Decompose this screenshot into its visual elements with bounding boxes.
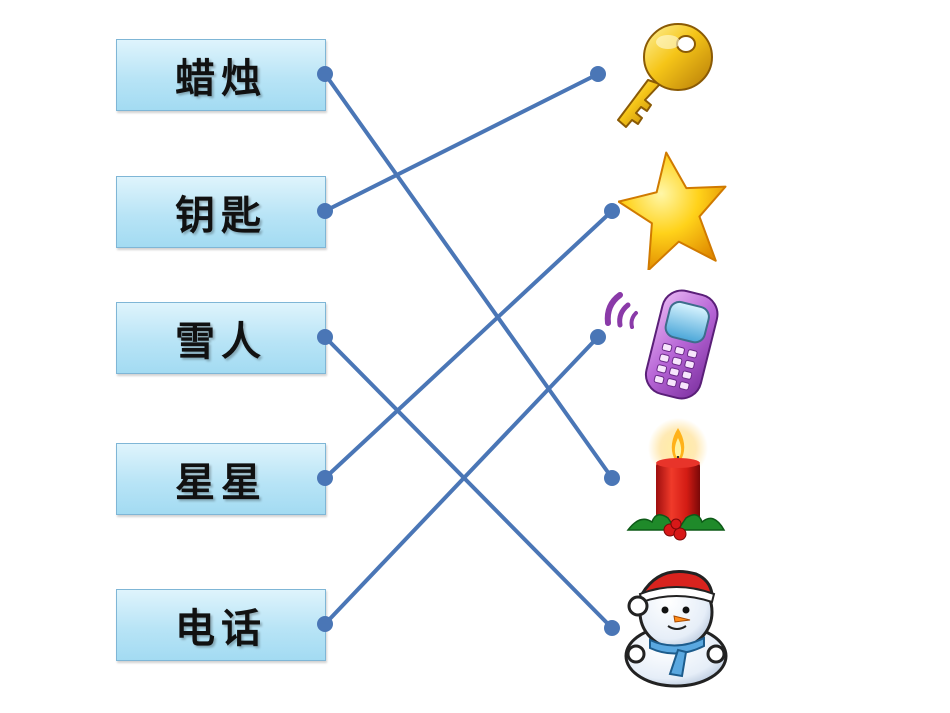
connection-line <box>324 72 599 213</box>
word-label: 星星 <box>175 459 267 506</box>
word-endpoint-dot[interactable] <box>317 470 333 486</box>
picture-endpoint-dot[interactable] <box>590 66 606 82</box>
word-label: 蜡烛 <box>175 55 267 102</box>
snowman-icon[interactable] <box>620 560 732 690</box>
connection-line <box>323 209 614 480</box>
word-box-star[interactable]: 星星 <box>116 443 326 515</box>
word-box-key[interactable]: 钥匙 <box>116 176 326 248</box>
picture-endpoint-dot[interactable] <box>604 620 620 636</box>
word-box-candle[interactable]: 蜡烛 <box>116 39 326 111</box>
word-box-phone[interactable]: 电话 <box>116 589 326 661</box>
picture-endpoint-dot[interactable] <box>604 203 620 219</box>
word-label: 雪人 <box>175 318 267 365</box>
word-endpoint-dot[interactable] <box>317 66 333 82</box>
word-endpoint-dot[interactable] <box>317 616 333 632</box>
connection-line <box>323 335 614 630</box>
picture-endpoint-dot[interactable] <box>604 470 620 486</box>
word-endpoint-dot[interactable] <box>317 329 333 345</box>
key-icon[interactable] <box>608 12 718 137</box>
connection-line <box>323 335 600 626</box>
word-label: 钥匙 <box>175 192 267 239</box>
cellphone-icon[interactable] <box>598 283 728 403</box>
connection-line <box>323 72 614 480</box>
word-box-snowman[interactable]: 雪人 <box>116 302 326 374</box>
candle-icon[interactable] <box>622 418 730 544</box>
star-icon[interactable] <box>618 148 730 270</box>
word-label: 电话 <box>175 605 267 652</box>
picture-endpoint-dot[interactable] <box>590 329 606 345</box>
word-endpoint-dot[interactable] <box>317 203 333 219</box>
